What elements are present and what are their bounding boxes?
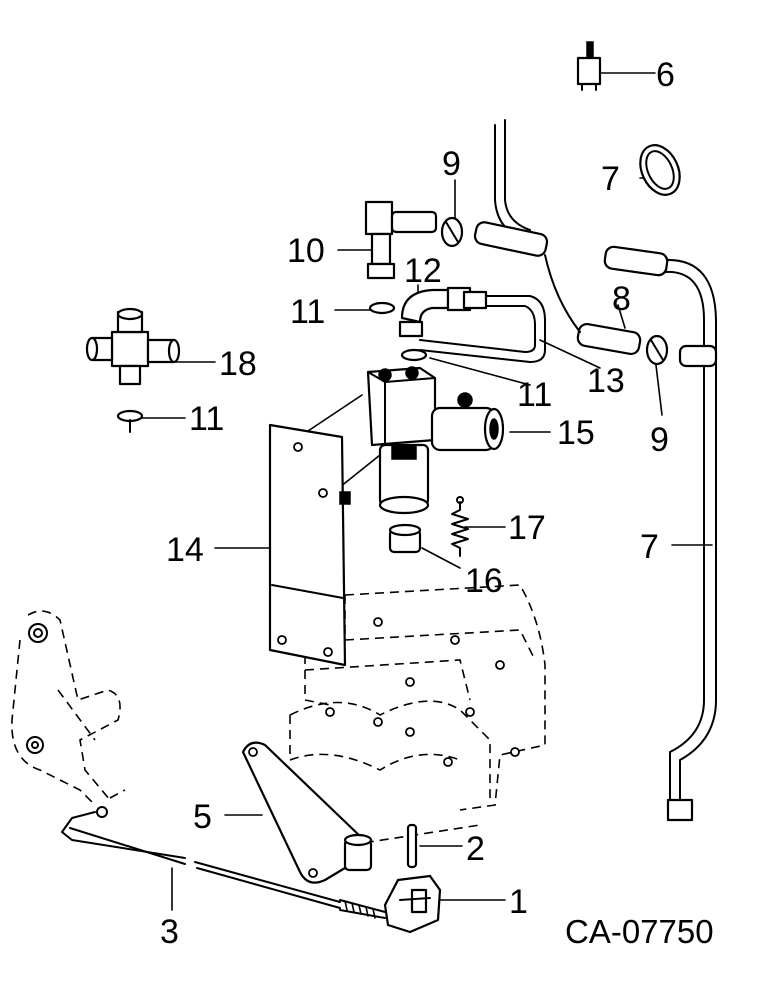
- pin-2: [406, 823, 418, 869]
- hose-parts: [473, 221, 718, 368]
- clamp-part: [639, 144, 681, 196]
- o-ring-parts: [116, 301, 428, 423]
- elbow-fitting-10: [364, 200, 438, 280]
- callout-3: 3: [160, 913, 179, 951]
- callout-18: 18: [219, 345, 257, 383]
- clamp-9-parts: [440, 216, 669, 366]
- callout-6: 7: [601, 160, 620, 198]
- callout-11b: 11: [517, 376, 552, 414]
- rod-3: [61, 811, 386, 919]
- callout-8: 8: [612, 280, 631, 318]
- callout-13: 13: [587, 362, 625, 400]
- callout-16: 16: [465, 562, 503, 600]
- callout-11a: 11: [290, 293, 325, 331]
- valve-body: [366, 366, 505, 554]
- callout-17: 17: [508, 509, 546, 547]
- callout-12: 12: [404, 252, 442, 290]
- pedal-linkage: [11, 610, 126, 818]
- switch-part: [576, 41, 602, 91]
- callout-15: 15: [557, 414, 595, 452]
- mounting-plate-14: [268, 423, 351, 667]
- callout-1: 1: [509, 883, 528, 921]
- callout-11c: 11: [189, 400, 224, 438]
- callout-labels: 6 7 9 10 12 11 8 13 11 9 18 11 15 17 16 …: [160, 56, 675, 951]
- callout-5: 6: [656, 56, 675, 94]
- spring-17: [451, 496, 469, 557]
- housing-outline: [289, 584, 546, 846]
- callout-2: 2: [466, 830, 485, 868]
- lever-4: [241, 741, 373, 884]
- callout-14: 14: [166, 531, 204, 569]
- clevis-1: [383, 874, 442, 934]
- callout-4: 5: [193, 798, 212, 836]
- elbow-12: [398, 288, 450, 338]
- bent-tube-13: [419, 286, 546, 363]
- drawing-code: CA-07750: [565, 913, 714, 950]
- callout-10: 10: [287, 232, 325, 270]
- callout-9a: 9: [442, 145, 461, 183]
- tube-part: [494, 119, 717, 822]
- callout-9b: 9: [650, 421, 669, 459]
- tee-fitting-18: [85, 307, 181, 433]
- callout-7: 7: [640, 528, 659, 566]
